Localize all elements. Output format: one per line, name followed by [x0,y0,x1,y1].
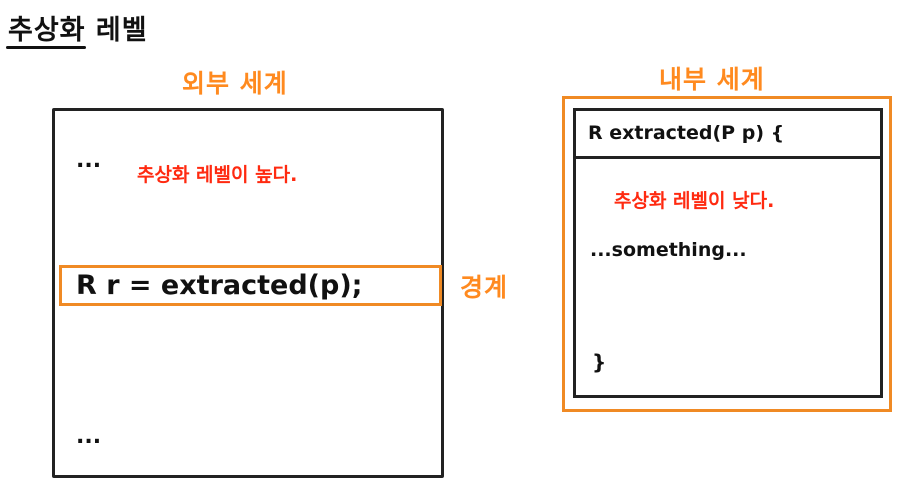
outer-ellipsis-top: ... [76,148,102,173]
inner-header-divider [573,156,883,159]
outer-ellipsis-bottom: ... [76,424,102,449]
boundary-label: 경계 [460,273,509,302]
method-body: ...something... [590,239,747,261]
inner-world-box [573,108,883,398]
inner-abstraction-note: 추상화 레벨이 낮다. [614,190,775,212]
title-underline [6,46,86,49]
method-closing-brace: } [592,350,607,374]
outer-abstraction-note: 추상화 레벨이 높다. [137,164,298,186]
boundary-highlight [59,265,442,306]
outer-world-box [52,108,444,478]
outer-code-line: R r = extracted(p); [76,270,363,301]
diagram-title: 추상화 레벨 [8,15,148,46]
method-signature: R extracted(P p) { [588,122,785,144]
outer-world-heading: 외부 세계 [182,69,288,98]
inner-world-highlight [562,96,892,412]
inner-world-heading: 내부 세계 [659,65,765,94]
